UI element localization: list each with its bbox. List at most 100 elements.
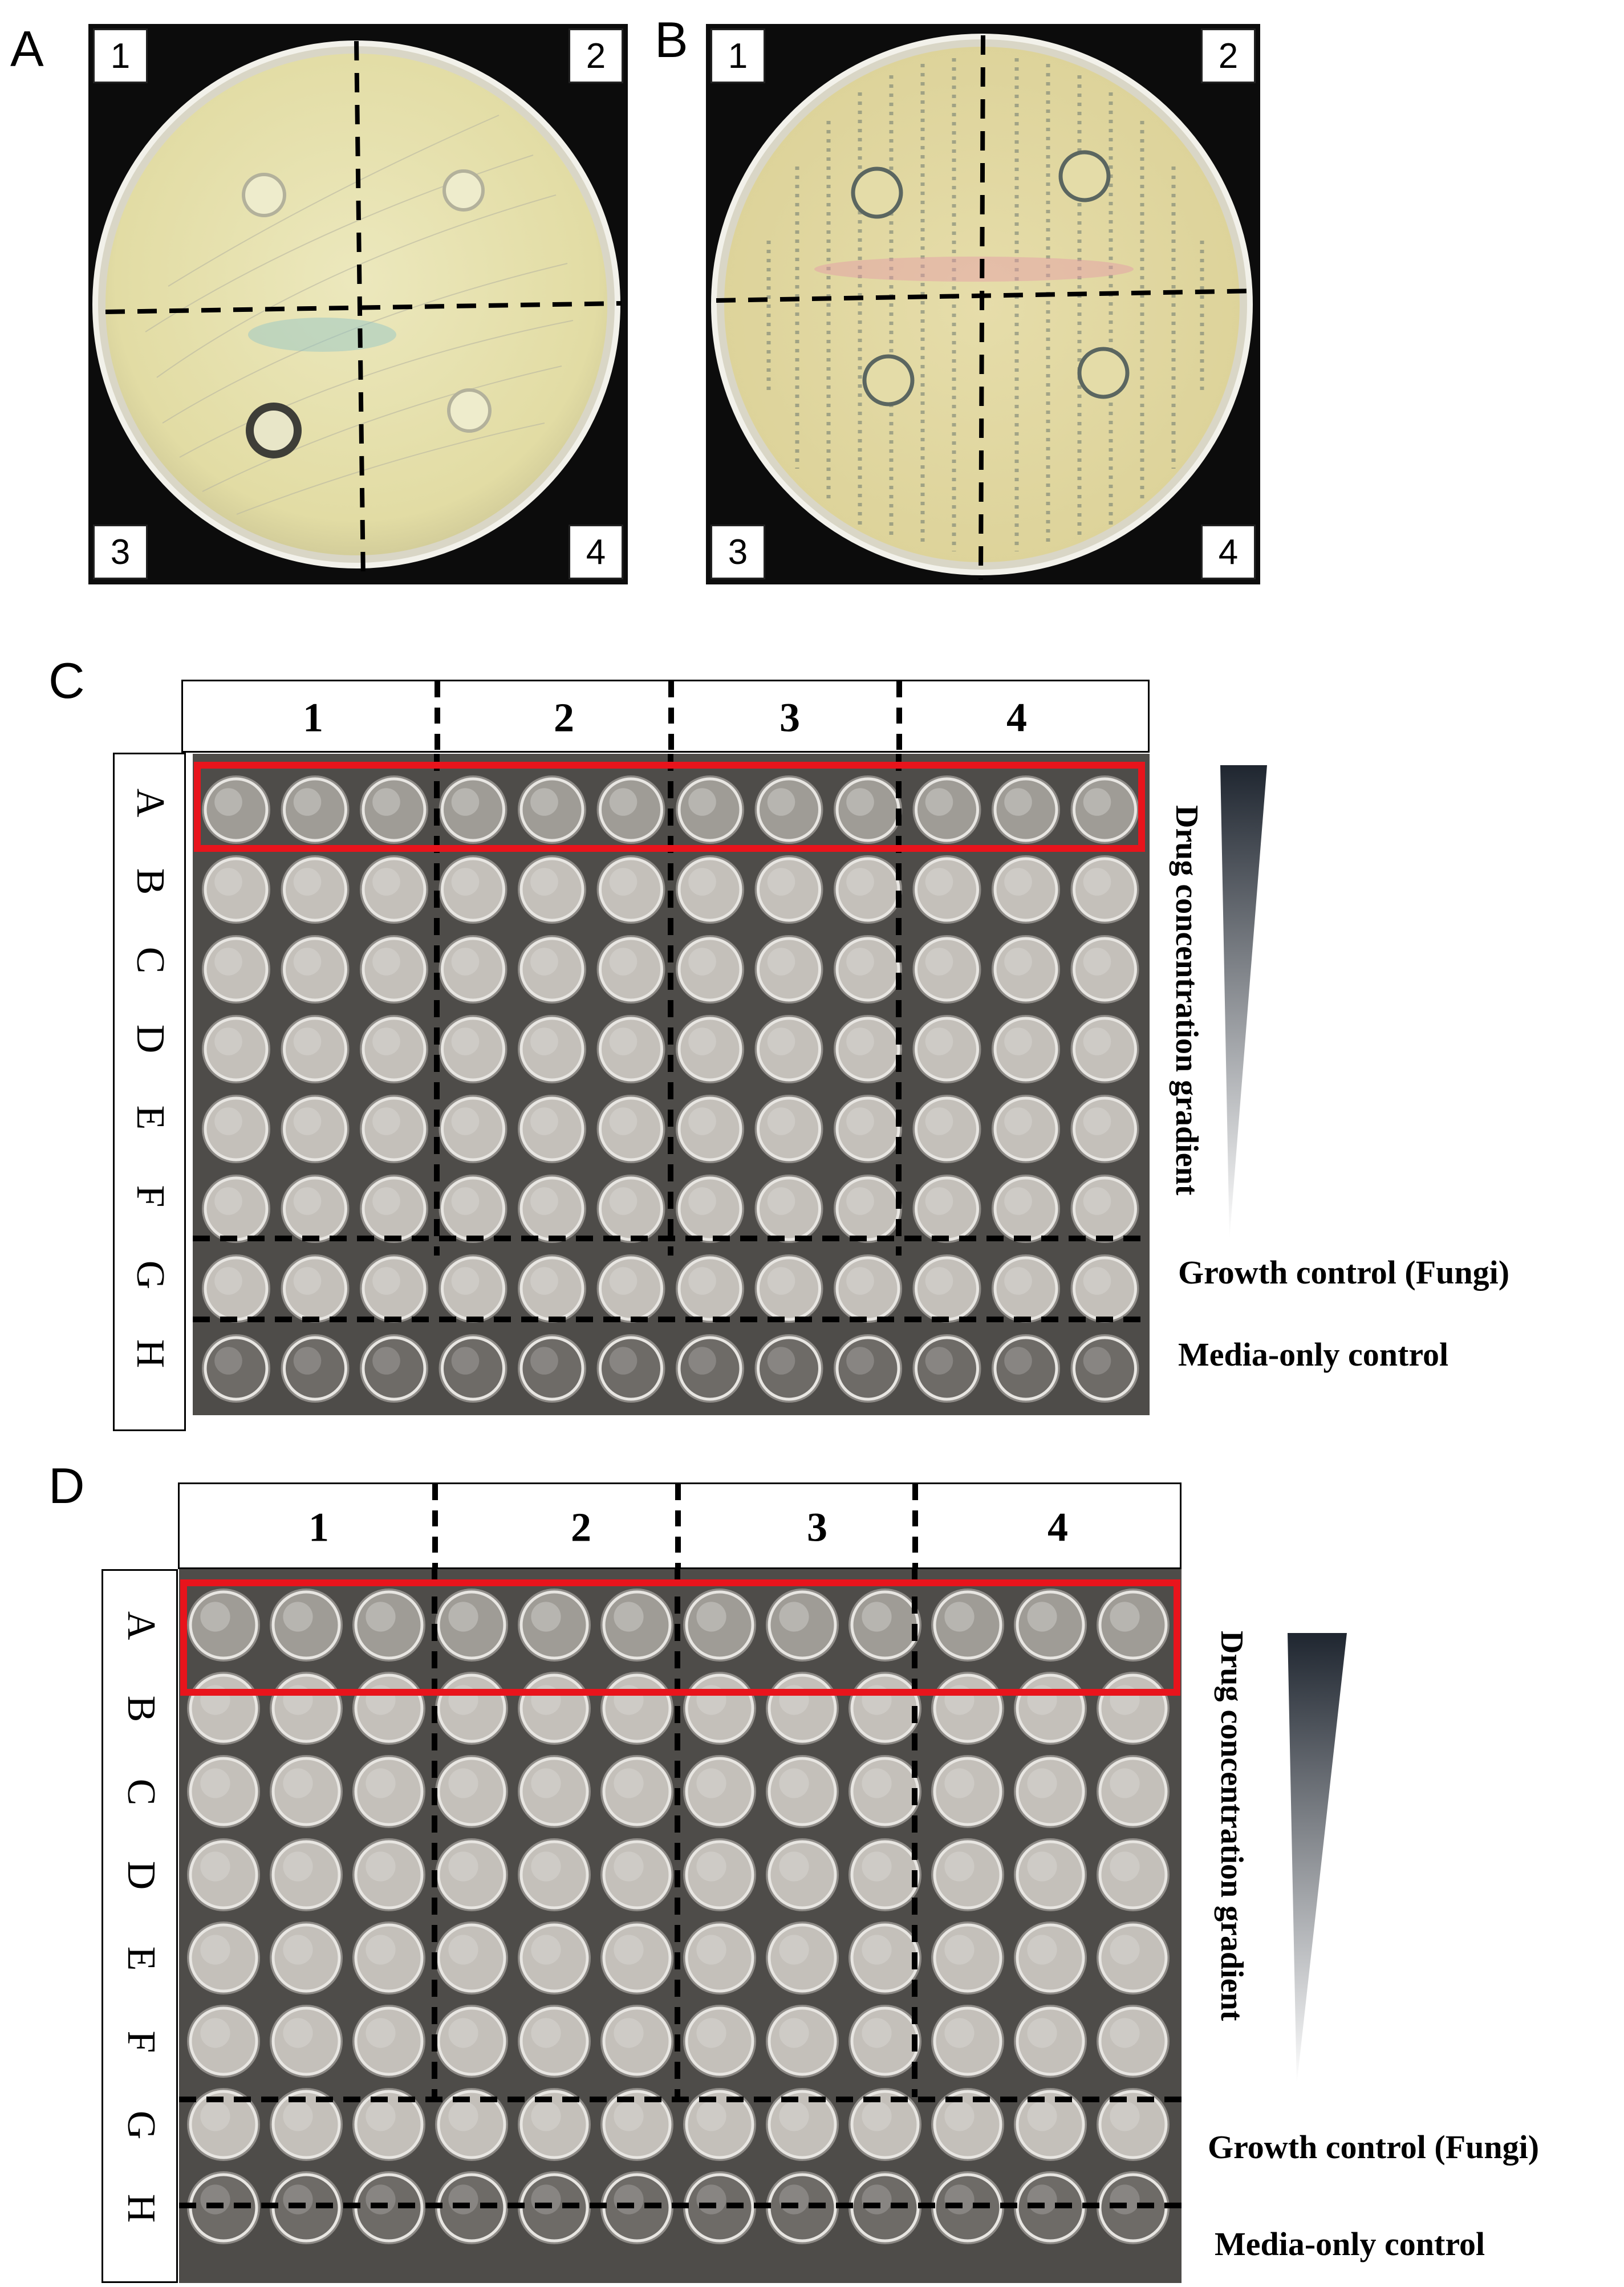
well bbox=[439, 935, 508, 1004]
row-label-b: B bbox=[128, 868, 172, 895]
petri-dish-a bbox=[92, 40, 622, 580]
quadrant-label-1: 1 bbox=[710, 29, 765, 83]
panel-d-media-control-label: Media-only control bbox=[1215, 2225, 1485, 2262]
well bbox=[270, 2088, 343, 2161]
well bbox=[270, 2171, 343, 2244]
well bbox=[931, 1755, 1004, 1828]
well bbox=[766, 2088, 839, 2161]
panel-c-row-header: A B C D E F G H bbox=[113, 753, 186, 1431]
well bbox=[1097, 2005, 1170, 2078]
well bbox=[596, 855, 665, 924]
well bbox=[360, 1175, 428, 1243]
panel-d-growth-control-label: Growth control (Fungi) bbox=[1208, 2128, 1540, 2166]
well bbox=[676, 1334, 744, 1403]
well bbox=[518, 1922, 591, 1994]
well bbox=[518, 1672, 591, 1745]
row-label-a: A bbox=[128, 788, 172, 818]
dish-a-horizontal-divider bbox=[105, 301, 622, 314]
well bbox=[931, 1922, 1004, 1994]
well bbox=[435, 1672, 508, 1745]
panel-d-gradient-triangle bbox=[1288, 1633, 1347, 2085]
well bbox=[912, 1254, 981, 1323]
well bbox=[683, 2171, 756, 2244]
well bbox=[352, 1589, 425, 1662]
well bbox=[202, 775, 270, 844]
well bbox=[360, 1095, 428, 1163]
well bbox=[766, 1672, 839, 1745]
well bbox=[754, 1334, 823, 1403]
well bbox=[435, 1589, 508, 1662]
well bbox=[848, 1755, 921, 1828]
well bbox=[676, 775, 744, 844]
well bbox=[848, 2088, 921, 2161]
panel-d-row-header: A B C D E F G H bbox=[102, 1569, 178, 2283]
well-plate-d bbox=[179, 1569, 1182, 2283]
column-label-3: 3 bbox=[807, 1504, 827, 1550]
quadrant-label-4: 4 bbox=[569, 525, 623, 579]
row-a-highlight-box bbox=[180, 1579, 1180, 1696]
well bbox=[435, 2171, 508, 2244]
well bbox=[931, 1589, 1004, 1662]
well bbox=[518, 1334, 586, 1403]
panel-d-plate-photo bbox=[179, 1569, 1182, 2283]
well bbox=[754, 935, 823, 1004]
well bbox=[600, 1755, 673, 1828]
row-label-b: B bbox=[119, 1695, 163, 1723]
well-plate-c bbox=[193, 754, 1150, 1415]
well bbox=[912, 775, 981, 844]
well bbox=[683, 1922, 756, 1994]
well bbox=[202, 1175, 270, 1243]
well bbox=[931, 2088, 1004, 2161]
well bbox=[683, 1838, 756, 1911]
well bbox=[518, 1015, 586, 1083]
well bbox=[187, 2088, 260, 2161]
dish-a-vertical-divider bbox=[354, 40, 366, 580]
well bbox=[352, 2005, 425, 2078]
column-label-1: 1 bbox=[303, 694, 323, 741]
well bbox=[912, 1334, 981, 1403]
panel-b-letter: B bbox=[655, 11, 688, 68]
well bbox=[360, 1254, 428, 1323]
well bbox=[600, 2088, 673, 2161]
well bbox=[766, 2171, 839, 2244]
well bbox=[676, 855, 744, 924]
row-label-h: H bbox=[128, 1339, 172, 1368]
well bbox=[596, 1254, 665, 1323]
well bbox=[683, 1672, 756, 1745]
well bbox=[912, 1095, 981, 1163]
quadrant-label-4: 4 bbox=[1201, 525, 1256, 579]
well bbox=[1097, 1755, 1170, 1828]
well bbox=[992, 1175, 1060, 1243]
row-label-c: C bbox=[128, 947, 172, 974]
well bbox=[848, 1838, 921, 1911]
quadrant-label-3: 3 bbox=[710, 525, 765, 579]
well bbox=[834, 1095, 902, 1163]
well bbox=[848, 1589, 921, 1662]
row-label-d: D bbox=[128, 1024, 172, 1054]
well bbox=[270, 1922, 343, 1994]
well bbox=[352, 2171, 425, 2244]
well bbox=[1014, 2005, 1087, 2078]
well bbox=[1014, 2088, 1087, 2161]
well bbox=[992, 935, 1060, 1004]
well bbox=[848, 2005, 921, 2078]
well bbox=[439, 855, 508, 924]
panel-b-dish-photo: 1 2 3 4 bbox=[706, 24, 1260, 584]
well bbox=[270, 2005, 343, 2078]
well bbox=[848, 1672, 921, 1745]
well bbox=[766, 1589, 839, 1662]
well bbox=[992, 1254, 1060, 1323]
well bbox=[360, 855, 428, 924]
well bbox=[754, 1095, 823, 1163]
well bbox=[596, 775, 665, 844]
well bbox=[1097, 1838, 1170, 1911]
well bbox=[360, 1015, 428, 1083]
dish-b-vertical-divider bbox=[979, 35, 985, 580]
well bbox=[360, 935, 428, 1004]
well bbox=[1070, 1254, 1139, 1323]
well bbox=[676, 935, 744, 1004]
well bbox=[281, 1015, 350, 1083]
well bbox=[352, 2088, 425, 2161]
panel-d-column-header: 1 2 3 4 bbox=[178, 1482, 1182, 1571]
well bbox=[676, 1175, 744, 1243]
